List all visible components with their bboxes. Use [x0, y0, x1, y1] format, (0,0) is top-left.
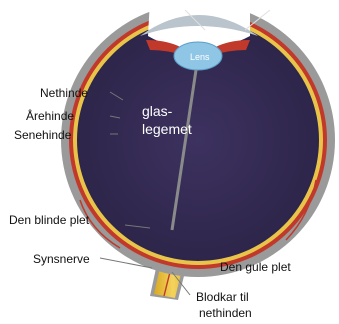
blind-spot-label: Den blinde plet [9, 213, 89, 227]
retina-label: Nethinde [40, 86, 88, 100]
vessels-label-line2: nethinden [199, 306, 252, 320]
vessels-label-line1: Blodkar til [196, 290, 249, 304]
optic-nerve-label: Synsnerve [33, 252, 90, 266]
vitreous-label-line2: legemet [142, 121, 192, 138]
sclera-label: Senehinde [14, 128, 71, 142]
vitreous-label-line1: glas- [142, 103, 172, 120]
macula-label: Den gule plet [220, 260, 291, 274]
lens-label: Lens [190, 50, 210, 64]
choroid-label: Årehinde [26, 109, 74, 123]
